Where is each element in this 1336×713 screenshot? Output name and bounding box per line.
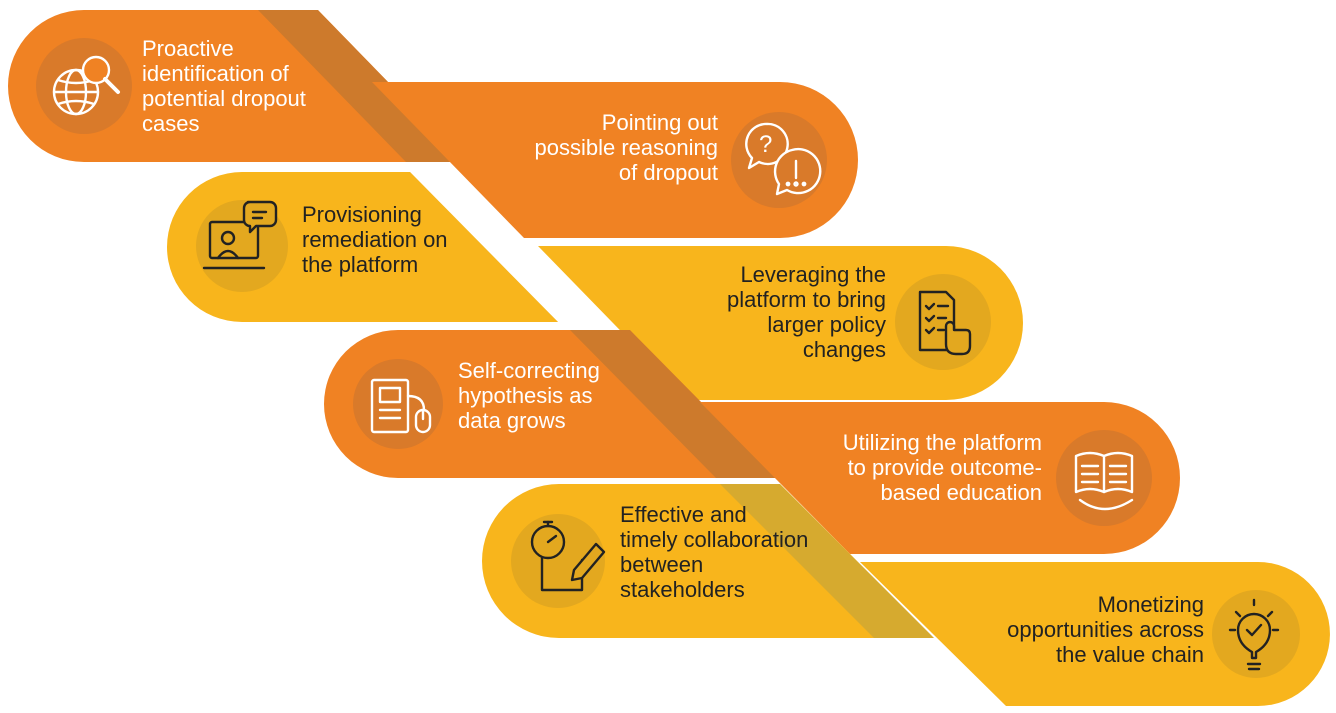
label-line: Effective and <box>620 502 747 527</box>
online-training-icon <box>202 200 278 270</box>
label-line: Pointing out <box>601 110 718 135</box>
stopwatch-pencil-icon <box>530 520 606 592</box>
segment-7-stripe <box>720 484 934 638</box>
segment-6-label: Utilizing the platform to provide outcom… <box>843 430 1042 505</box>
label-line: platform to bring <box>727 287 886 312</box>
label-line: identification of <box>142 61 289 86</box>
label-line: larger policy <box>767 312 886 337</box>
label-line: the value chain <box>1056 642 1204 667</box>
segment-4-icon-circle <box>895 274 991 370</box>
segment-4-label: Leveraging the platform to bring larger … <box>727 262 886 362</box>
segment-8-shape <box>860 562 1330 706</box>
label-line: timely collaboration <box>620 527 809 552</box>
segment-5 <box>324 330 776 478</box>
label-line: data grows <box>458 408 566 433</box>
label-line: based education <box>880 480 1042 505</box>
desktop-computer-icon <box>370 378 432 434</box>
segment-3-label: Provisioning remediation on the platform <box>302 202 448 277</box>
segment-8-label: Monetizing opportunities across the valu… <box>1007 592 1204 667</box>
label-line: between <box>620 552 704 577</box>
segment-5-icon-circle <box>353 359 443 449</box>
segment-7-label: Effective and timely collaboration betwe… <box>620 502 808 602</box>
segment-8 <box>860 562 1330 706</box>
label-line: Proactive <box>142 36 234 61</box>
segment-5-label: Self-correcting hypothesis as data grows <box>458 358 600 433</box>
segment-7-shape <box>482 484 934 638</box>
label-line: stakeholders <box>620 577 745 602</box>
globe-search-icon <box>52 55 120 116</box>
label-line: Self-correcting <box>458 358 600 383</box>
label-line: changes <box>802 337 886 362</box>
label-line: potential dropout <box>142 86 306 111</box>
label-line: hypothesis as <box>458 383 593 408</box>
label-line: Utilizing the platform <box>842 430 1042 455</box>
lightbulb-check-icon <box>1228 598 1280 671</box>
open-book-hand-icon <box>1074 451 1134 511</box>
segment-8-icon-circle <box>1212 590 1300 678</box>
segment-1-icon-circle <box>36 38 132 134</box>
label-line: the platform <box>302 252 419 277</box>
svg-text:?: ? <box>759 131 772 158</box>
label-line: possible reasoning <box>534 135 718 160</box>
label-line: opportunities across <box>1007 617 1204 642</box>
label-line: to provide outcome- <box>847 455 1042 480</box>
label-line: of dropout <box>618 160 718 185</box>
label-line: remediation on <box>302 227 448 252</box>
segment-5-stripe <box>570 330 776 478</box>
label-line: Provisioning <box>302 202 422 227</box>
label-line: Leveraging the <box>740 262 886 287</box>
segment-1-label: Proactive identification of potential dr… <box>142 36 306 136</box>
segment-2-shape <box>372 82 858 238</box>
checklist-document-icon <box>918 290 972 356</box>
question-exclamation-chat-icon: ? <box>745 122 822 196</box>
label-line: cases <box>142 111 200 136</box>
segment-6-shape <box>700 402 1180 554</box>
label-line: Monetizing <box>1097 592 1204 617</box>
segment-2-label: Pointing out possible reasoning of dropo… <box>535 110 718 185</box>
